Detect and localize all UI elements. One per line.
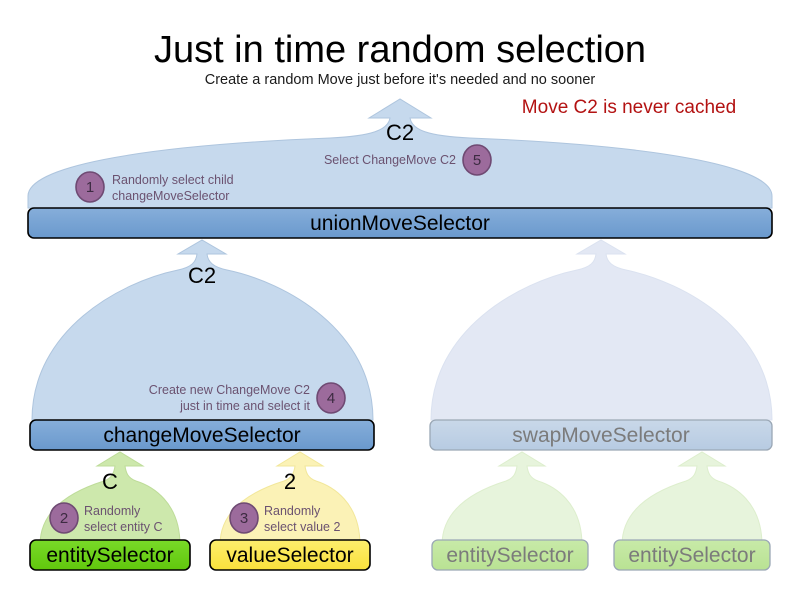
step-3-line-2: select value 2 — [264, 520, 340, 534]
step-5-annotation: Select ChangeMove C2 5 — [324, 144, 492, 176]
entity-selector-right-1-box[interactable] — [431, 539, 589, 571]
node-entity-selector-right-2[interactable]: entitySelector — [613, 539, 771, 571]
step-1-badge-circle — [75, 171, 105, 203]
step-1-line-2: changeMoveSelector — [112, 189, 229, 203]
union-output-flow: C2 Select ChangeMove C2 5 1 Randomly sel… — [27, 98, 773, 209]
union-output-arrow-shape — [27, 98, 773, 209]
entity-output-label: C — [102, 469, 118, 494]
change-output-flow: C2 Create new ChangeMove C2 just in time… — [31, 239, 374, 421]
change-move-selector-box[interactable] — [29, 419, 375, 451]
step-4-badge-circle — [316, 382, 346, 414]
warning-note: Move C2 is never cached — [522, 97, 736, 118]
entity-output-flow: C 2 Randomly select entity C — [39, 451, 181, 546]
value-output-label: 2 — [284, 469, 296, 494]
swap-move-selector-label: swapMoveSelector — [512, 424, 689, 447]
step-5-badge-circle — [462, 144, 492, 176]
step-3-badge-circle — [229, 502, 259, 534]
value-selector-left-box[interactable] — [209, 539, 371, 571]
step-3-annotation: 3 Randomly select value 2 — [229, 502, 340, 534]
entity-selector-left-label: entitySelector — [46, 544, 173, 567]
node-value-selector-left[interactable]: valueSelector — [209, 539, 371, 571]
step-5-badge-number: 5 — [473, 152, 481, 169]
swap-move-selector-box[interactable] — [429, 419, 773, 451]
page-title: Just in time random selection — [154, 29, 646, 71]
step-4-annotation: Create new ChangeMove C2 just in time an… — [149, 382, 346, 414]
step-1-annotation: 1 Randomly select child changeMoveSelect… — [75, 171, 234, 203]
step-2-badge-number: 2 — [60, 510, 68, 527]
step-1-line-1: Randomly select child — [112, 173, 234, 187]
node-entity-selector-left[interactable]: entitySelector — [29, 539, 191, 571]
change-output-arrow-shape — [31, 239, 374, 421]
step-2-annotation: 2 Randomly select entity C — [49, 502, 163, 534]
entity-selector-left-box[interactable] — [29, 539, 191, 571]
step-4-line-2: just in time and select it — [179, 399, 310, 413]
step-3-badge-number: 3 — [240, 510, 248, 527]
node-change-move-selector[interactable]: changeMoveSelector — [29, 419, 375, 451]
step-2-line-2: select entity C — [84, 520, 163, 534]
step-4-line-1: Create new ChangeMove C2 — [149, 383, 310, 397]
node-swap-move-selector[interactable]: swapMoveSelector — [429, 419, 773, 451]
change-move-selector-label: changeMoveSelector — [103, 424, 300, 447]
step-2-badge-circle — [49, 502, 79, 534]
swap-output-arrow-shape — [430, 239, 773, 421]
value-output-flow: 2 3 Randomly select value 2 — [219, 451, 361, 546]
entity-selector-right-1-label: entitySelector — [446, 544, 573, 567]
step-2-line-1: Randomly — [84, 504, 141, 518]
value-selector-left-label: valueSelector — [226, 544, 353, 567]
page-subtitle: Create a random Move just before it's ne… — [205, 72, 596, 88]
entity-selector-right-2-label: entitySelector — [628, 544, 755, 567]
union-move-selector-label: unionMoveSelector — [310, 212, 490, 235]
node-union-move-selector[interactable]: unionMoveSelector — [27, 207, 773, 239]
change-output-label: C2 — [188, 263, 216, 288]
step-1-badge-number: 1 — [86, 179, 94, 196]
union-move-selector-box[interactable] — [27, 207, 773, 239]
step-4-badge-number: 4 — [327, 390, 335, 407]
entity-right-1-output-arrow-shape — [441, 451, 583, 546]
union-output-label: C2 — [386, 120, 414, 145]
step-5-line-1: Select ChangeMove C2 — [324, 153, 456, 167]
step-3-line-1: Randomly — [264, 504, 321, 518]
entity-right-2-output-arrow-shape — [621, 451, 763, 546]
entity-selector-right-2-box[interactable] — [613, 539, 771, 571]
node-entity-selector-right-1[interactable]: entitySelector — [431, 539, 589, 571]
